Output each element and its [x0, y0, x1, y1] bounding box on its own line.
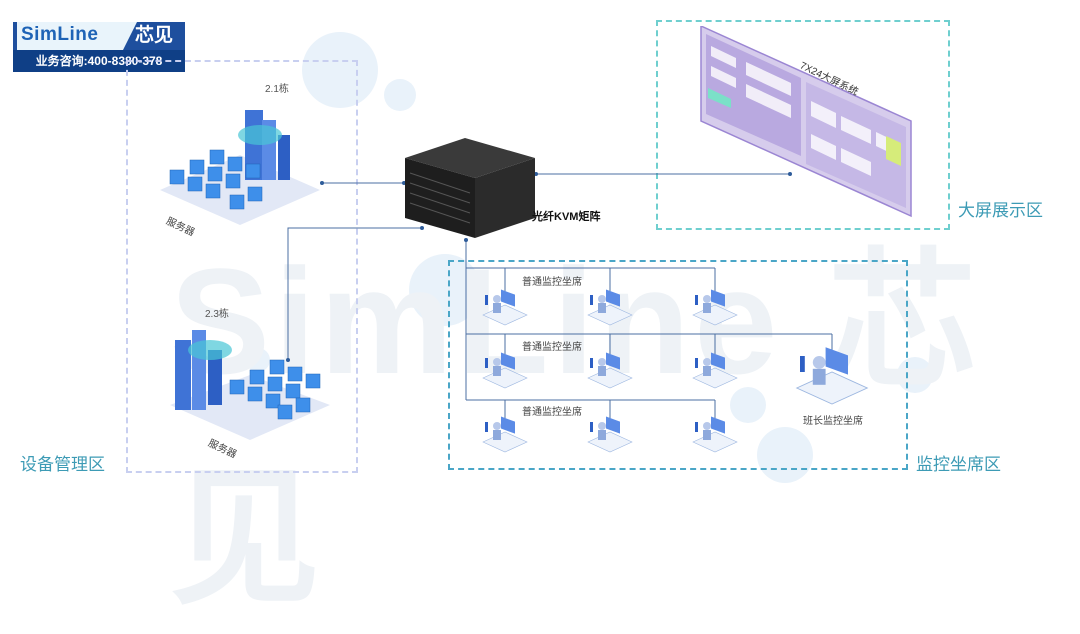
- workstation-icon: [482, 352, 528, 389]
- zone-label-screen: 大屏展示区: [958, 201, 1043, 220]
- screen-zone-box: [656, 20, 950, 230]
- zone-label-seats: 监控坐席区: [916, 455, 1001, 474]
- building-label-2: 2.3栋: [205, 309, 229, 320]
- brand-name-en: SimLine: [21, 24, 99, 45]
- kvm-label: 光纤KVM矩阵: [532, 211, 601, 223]
- device-zone-box: [126, 60, 358, 473]
- zone-label-device: 设备管理区: [20, 455, 105, 474]
- brand-hotline: 业务咨询:400-8380-378: [13, 50, 185, 72]
- workstation-icon: [692, 289, 738, 326]
- workstation-icon: [587, 289, 633, 326]
- big-screen-icon: [700, 26, 912, 218]
- server-cluster-1: [160, 110, 320, 225]
- workstation-icon: [795, 346, 869, 405]
- kvm-matrix-icon: [405, 138, 535, 238]
- building-label-1: 2.1栋: [265, 84, 289, 95]
- workstation-icon: [587, 352, 633, 389]
- seat-row-3: [482, 416, 738, 453]
- supervisor-workstation: [795, 346, 869, 405]
- seat-row-2: [482, 352, 738, 389]
- server-cluster-2: [170, 330, 330, 440]
- workstation-icon: [692, 352, 738, 389]
- workstations: [482, 289, 869, 453]
- seat-row-label-3: 普通监控坐席: [522, 407, 582, 418]
- brand-badge: SimLine 芯见 业务咨询:400-8380-378: [13, 22, 185, 72]
- workstation-icon: [482, 289, 528, 326]
- supervisor-seat-label: 班长监控坐席: [803, 416, 863, 427]
- seat-row-label-2: 普通监控坐席: [522, 342, 582, 353]
- seat-row-1: [482, 289, 738, 326]
- seat-row-label-1: 普通监控坐席: [522, 277, 582, 288]
- seat-zone-box: [448, 260, 908, 470]
- workstation-icon: [692, 416, 738, 453]
- workstation-icon: [482, 416, 528, 453]
- workstation-icon: [587, 416, 633, 453]
- brand-bar: SimLine 芯见: [13, 22, 185, 50]
